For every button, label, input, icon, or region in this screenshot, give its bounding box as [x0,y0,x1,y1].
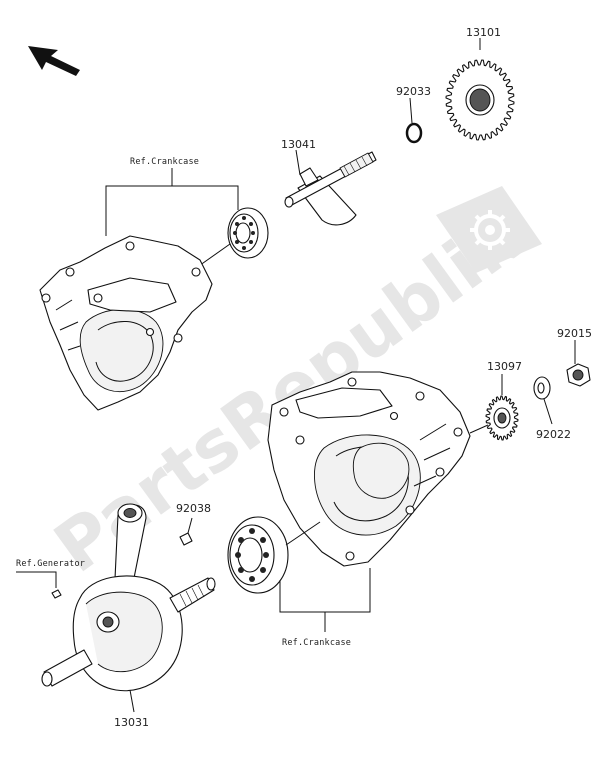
key-92038 [179,517,193,546]
gear-13101 [445,38,515,141]
ref-crankcase-top: Ref.Crankcase [130,157,199,167]
crankshaft-13031 [41,503,216,713]
circlip-92033 [405,97,423,144]
washer-92022 [533,376,553,425]
balancer-shaft-13041 [284,149,377,226]
nut-92015 [566,340,591,387]
callout-labels: 13101 92033 13041 13097 92015 92022 9203… [114,26,592,729]
key-generator [51,589,62,599]
bearing-upper [195,207,269,269]
crankcase-right-half [267,371,471,567]
ref-generator: Ref.Generator [16,559,85,569]
crankcase-left-half [39,235,213,411]
gear-13097 [469,374,519,441]
label-92033: 92033 [396,85,431,98]
label-13031: 13031 [114,716,149,729]
reference-labels: Ref.Crankcase Ref.Crankcase Ref.Generato… [16,157,351,648]
reference-brackets [16,168,371,632]
label-92015: 92015 [557,327,592,340]
label-13101: 13101 [466,26,501,39]
label-13097: 13097 [487,360,522,373]
ref-crankcase-bottom: Ref.Crankcase [282,638,351,648]
bearing-lower [227,516,321,594]
watermark-gear-icon [436,186,542,273]
label-92022: 92022 [536,428,571,441]
label-13041: 13041 [281,138,316,151]
label-92038: 92038 [176,502,211,515]
front-direction-arrow-icon [28,46,80,76]
